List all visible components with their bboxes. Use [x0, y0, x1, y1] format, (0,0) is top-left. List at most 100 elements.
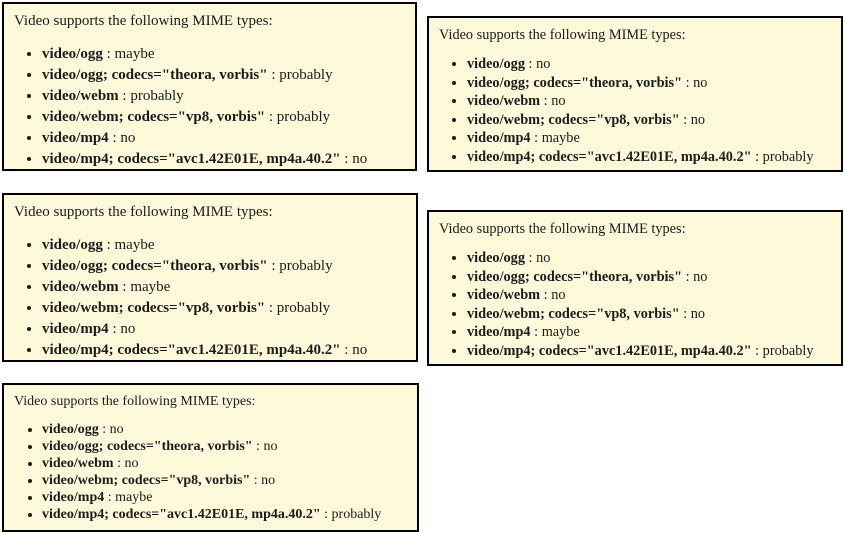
mime-item: video/webm; codecs="vp8, vorbis" : no [467, 111, 841, 130]
mime-type: video/mp4; codecs="avc1.42E01E, mp4a.40.… [42, 507, 321, 522]
separator: : [118, 279, 131, 295]
mime-list: video/ogg : maybe video/ogg; codecs="the… [4, 44, 415, 169]
support-status: no [536, 250, 551, 266]
mime-support-panel-top-left: Video supports the following MIME types:… [2, 2, 417, 171]
mime-type: video/ogg; codecs="theora, vorbis" [42, 67, 268, 83]
separator: : [98, 422, 110, 437]
mime-item: video/webm : no [467, 286, 841, 305]
panel-title: Video supports the following MIME types: [14, 394, 256, 409]
mime-type: video/mp4; codecs="avc1.42E01E, mp4a.40.… [42, 342, 341, 358]
panel-title: Video supports the following MIME types: [14, 13, 273, 29]
mime-item: video/ogg : no [467, 249, 841, 268]
support-status: probably [762, 342, 814, 359]
mime-list: video/ogg : no video/ogg; codecs="theora… [429, 249, 841, 361]
separator: : [113, 456, 125, 471]
separator: : [102, 237, 115, 253]
mime-type: video/ogg [42, 237, 103, 253]
mime-type: video/ogg; codecs="theora, vorbis" [467, 268, 683, 285]
separator: : [540, 93, 552, 110]
separator: : [104, 490, 116, 505]
support-status: probably [279, 67, 333, 83]
mime-item: video/mp4 : no [42, 128, 415, 149]
separator: : [530, 130, 542, 147]
mime-type: video/webm [42, 456, 114, 471]
separator: : [118, 88, 131, 104]
separator: : [108, 130, 121, 146]
support-status: no [551, 287, 566, 304]
separator: : [340, 342, 353, 358]
separator: : [679, 305, 691, 322]
mime-type: video/mp4; codecs="avc1.42E01E, mp4a.40.… [467, 342, 752, 359]
separator: : [524, 250, 537, 266]
mime-item: video/mp4 : no [42, 319, 416, 340]
mime-item: video/mp4; codecs="avc1.42E01E, mp4a.40.… [42, 149, 415, 169]
separator: : [530, 324, 542, 341]
separator: : [679, 111, 691, 128]
separator: : [682, 74, 694, 91]
support-status: no [120, 130, 136, 146]
mime-item: video/ogg : maybe [42, 235, 416, 256]
separator: : [265, 300, 277, 316]
support-status: no [690, 305, 706, 322]
separator: : [340, 151, 353, 167]
mime-item: video/ogg : no [42, 421, 417, 438]
mime-type: video/webm; codecs="vp8, vorbis" [42, 109, 266, 125]
support-status: no [693, 74, 708, 91]
mime-item: video/ogg; codecs="theora, vorbis" : pro… [42, 256, 416, 277]
separator: : [108, 321, 121, 337]
panel-title: Video supports the following MIME types: [439, 221, 686, 237]
mime-type: video/ogg [467, 56, 525, 72]
mime-type: video/webm; codecs="vp8, vorbis" [467, 111, 680, 128]
mime-item: video/webm; codecs="vp8, vorbis" : no [467, 305, 841, 324]
mime-list: video/ogg : no video/ogg; codecs="theora… [429, 55, 841, 167]
support-status: no [693, 268, 708, 285]
mime-item: video/mp4; codecs="avc1.42E01E, mp4a.40.… [42, 340, 416, 360]
mime-item: video/ogg : no [467, 55, 841, 74]
mime-type: video/webm [467, 93, 541, 110]
mime-type: video/webm [42, 88, 119, 104]
mime-support-panel-middle-right: Video supports the following MIME types:… [427, 210, 843, 366]
separator: : [751, 148, 763, 165]
mime-item: video/ogg; codecs="theora, vorbis" : no [42, 438, 417, 455]
support-status: no [263, 439, 278, 454]
mime-item: video/ogg : maybe [42, 44, 415, 65]
support-status: no [124, 456, 139, 471]
mime-support-panel-top-right: Video supports the following MIME types:… [427, 16, 843, 172]
mime-type: video/mp4 [42, 130, 109, 146]
separator: : [540, 287, 552, 304]
mime-support-panel-bottom-left: Video supports the following MIME types:… [2, 383, 419, 532]
mime-list: video/ogg : no video/ogg; codecs="theora… [4, 421, 417, 523]
support-status: no [536, 56, 551, 72]
support-status: no [352, 342, 368, 358]
support-status: probably [762, 148, 814, 165]
separator: : [267, 67, 280, 83]
mime-item: video/webm; codecs="vp8, vorbis" : proba… [42, 107, 415, 128]
mime-item: video/mp4; codecs="avc1.42E01E, mp4a.40.… [467, 342, 841, 361]
support-status: probably [331, 507, 382, 522]
mime-type: video/mp4 [467, 324, 531, 341]
mime-item: video/ogg; codecs="theora, vorbis" : no [467, 74, 841, 93]
mime-item: video/mp4; codecs="avc1.42E01E, mp4a.40.… [42, 506, 417, 523]
mime-type: video/mp4 [42, 321, 109, 337]
separator: : [265, 109, 277, 125]
mime-item: video/ogg; codecs="theora, vorbis" : no [467, 268, 841, 287]
mime-type: video/mp4 [42, 490, 105, 505]
mime-type: video/ogg [42, 422, 99, 437]
separator: : [102, 46, 115, 62]
support-status: maybe [541, 324, 580, 341]
mime-list: video/ogg : maybe video/ogg; codecs="the… [4, 235, 416, 360]
mime-item: video/mp4 : maybe [467, 129, 841, 148]
mime-item: video/webm : no [467, 92, 841, 111]
support-status: maybe [115, 490, 153, 505]
mime-item: video/ogg; codecs="theora, vorbis" : pro… [42, 65, 415, 86]
separator: : [267, 258, 280, 274]
separator: : [751, 342, 763, 359]
mime-type: video/webm; codecs="vp8, vorbis" [42, 473, 251, 488]
support-status: no [690, 111, 706, 128]
separator: : [682, 268, 694, 285]
mime-type: video/mp4; codecs="avc1.42E01E, mp4a.40.… [42, 151, 341, 167]
support-status: no [551, 93, 566, 110]
separator: : [320, 507, 332, 522]
support-status: no [120, 321, 136, 337]
separator: : [250, 473, 262, 488]
